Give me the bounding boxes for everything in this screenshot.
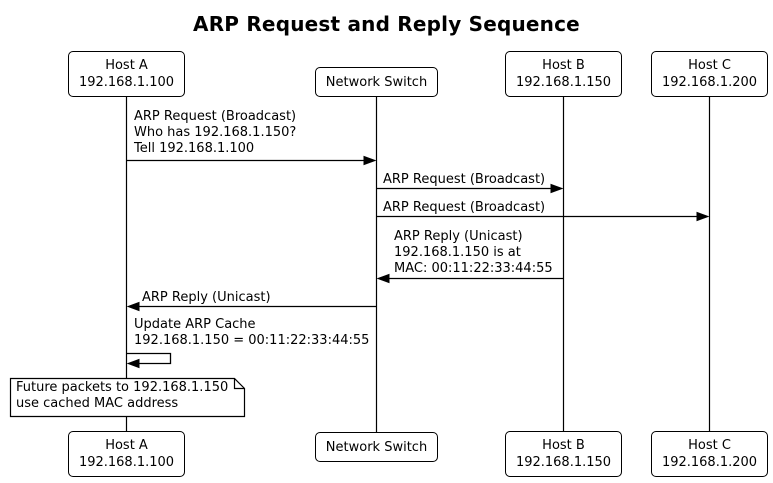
participant-host-a-bottom: Host A 192.168.1.100	[68, 431, 185, 477]
message-line: ARP Reply (Unicast)	[394, 229, 523, 244]
participant-address: 192.168.1.200	[661, 75, 758, 90]
note-shape	[9, 377, 246, 418]
participant-name: Network Switch	[325, 439, 428, 455]
message-line: 192.168.1.150 is at	[394, 245, 521, 260]
arrowhead	[363, 155, 377, 166]
participant-name: Host A	[105, 438, 148, 453]
participant-name: Network Switch	[325, 74, 428, 90]
participant-host-c-bottom: Host C 192.168.1.200	[651, 431, 768, 477]
note-line: use cached MAC address	[16, 396, 179, 411]
participant-name: Host A	[105, 58, 148, 73]
message-line: MAC: 00:11:22:33:44:55	[394, 261, 553, 276]
message-arrow-5	[126, 301, 376, 312]
participant-host-b-bottom: Host B 192.168.1.150	[505, 431, 622, 477]
participant-address: 192.168.1.100	[78, 75, 175, 90]
arrowhead	[126, 301, 140, 312]
message-label-1: ARP Request (Broadcast) Who has 192.168.…	[134, 109, 296, 157]
participant-network-switch-top: Network Switch	[315, 67, 438, 97]
participant-address: 192.168.1.150	[515, 455, 612, 470]
message-arrow-4	[376, 273, 563, 284]
message-line: ARP Request (Broadcast)	[134, 109, 297, 124]
arrowhead	[550, 183, 564, 194]
message-line: ARP Request (Broadcast)	[383, 172, 546, 187]
participant-network-switch-bottom: Network Switch	[315, 432, 438, 462]
message-line: ARP Reply (Unicast)	[142, 290, 271, 305]
participant-address: 192.168.1.150	[515, 75, 612, 90]
message-line: Who has 192.168.1.150?	[134, 125, 297, 140]
message-arrow-3	[377, 211, 710, 222]
message-label-6: Update ARP Cache 192.168.1.150 = 00:11:2…	[134, 317, 369, 349]
participant-host-c-top: Host C 192.168.1.200	[651, 51, 768, 97]
note-line: Future packets to 192.168.1.150	[16, 380, 229, 395]
diagram-title: ARP Request and Reply Sequence	[193, 12, 580, 36]
participant-name: Host C	[688, 58, 731, 73]
participant-host-a-top: Host A 192.168.1.100	[68, 51, 185, 97]
participant-address: 192.168.1.200	[661, 455, 758, 470]
message-line: Update ARP Cache	[134, 317, 256, 332]
message-line: ARP Request (Broadcast)	[383, 200, 546, 215]
participant-name: Host C	[688, 438, 731, 453]
message-label-4: ARP Reply (Unicast) 192.168.1.150 is at …	[394, 229, 553, 277]
participant-address: 192.168.1.100	[78, 455, 175, 470]
message-label-5: ARP Reply (Unicast)	[142, 290, 271, 306]
arrowhead	[696, 211, 710, 222]
message-label-3: ARP Request (Broadcast)	[383, 200, 545, 216]
note-text: Future packets to 192.168.1.150 use cach…	[16, 380, 228, 412]
self-message-arrow	[126, 352, 172, 369]
message-label-2: ARP Request (Broadcast)	[383, 172, 545, 188]
note-fold	[233, 378, 245, 390]
arrowhead	[126, 358, 140, 369]
arrowhead	[376, 273, 390, 284]
participant-host-b-top: Host B 192.168.1.150	[505, 51, 622, 97]
message-arrow-1	[127, 155, 377, 166]
message-arrow-2	[377, 183, 564, 194]
message-line: Tell 192.168.1.100	[134, 141, 255, 156]
message-line: 192.168.1.150 = 00:11:22:33:44:55	[134, 333, 370, 348]
participant-name: Host B	[542, 438, 585, 453]
participant-name: Host B	[542, 58, 585, 73]
